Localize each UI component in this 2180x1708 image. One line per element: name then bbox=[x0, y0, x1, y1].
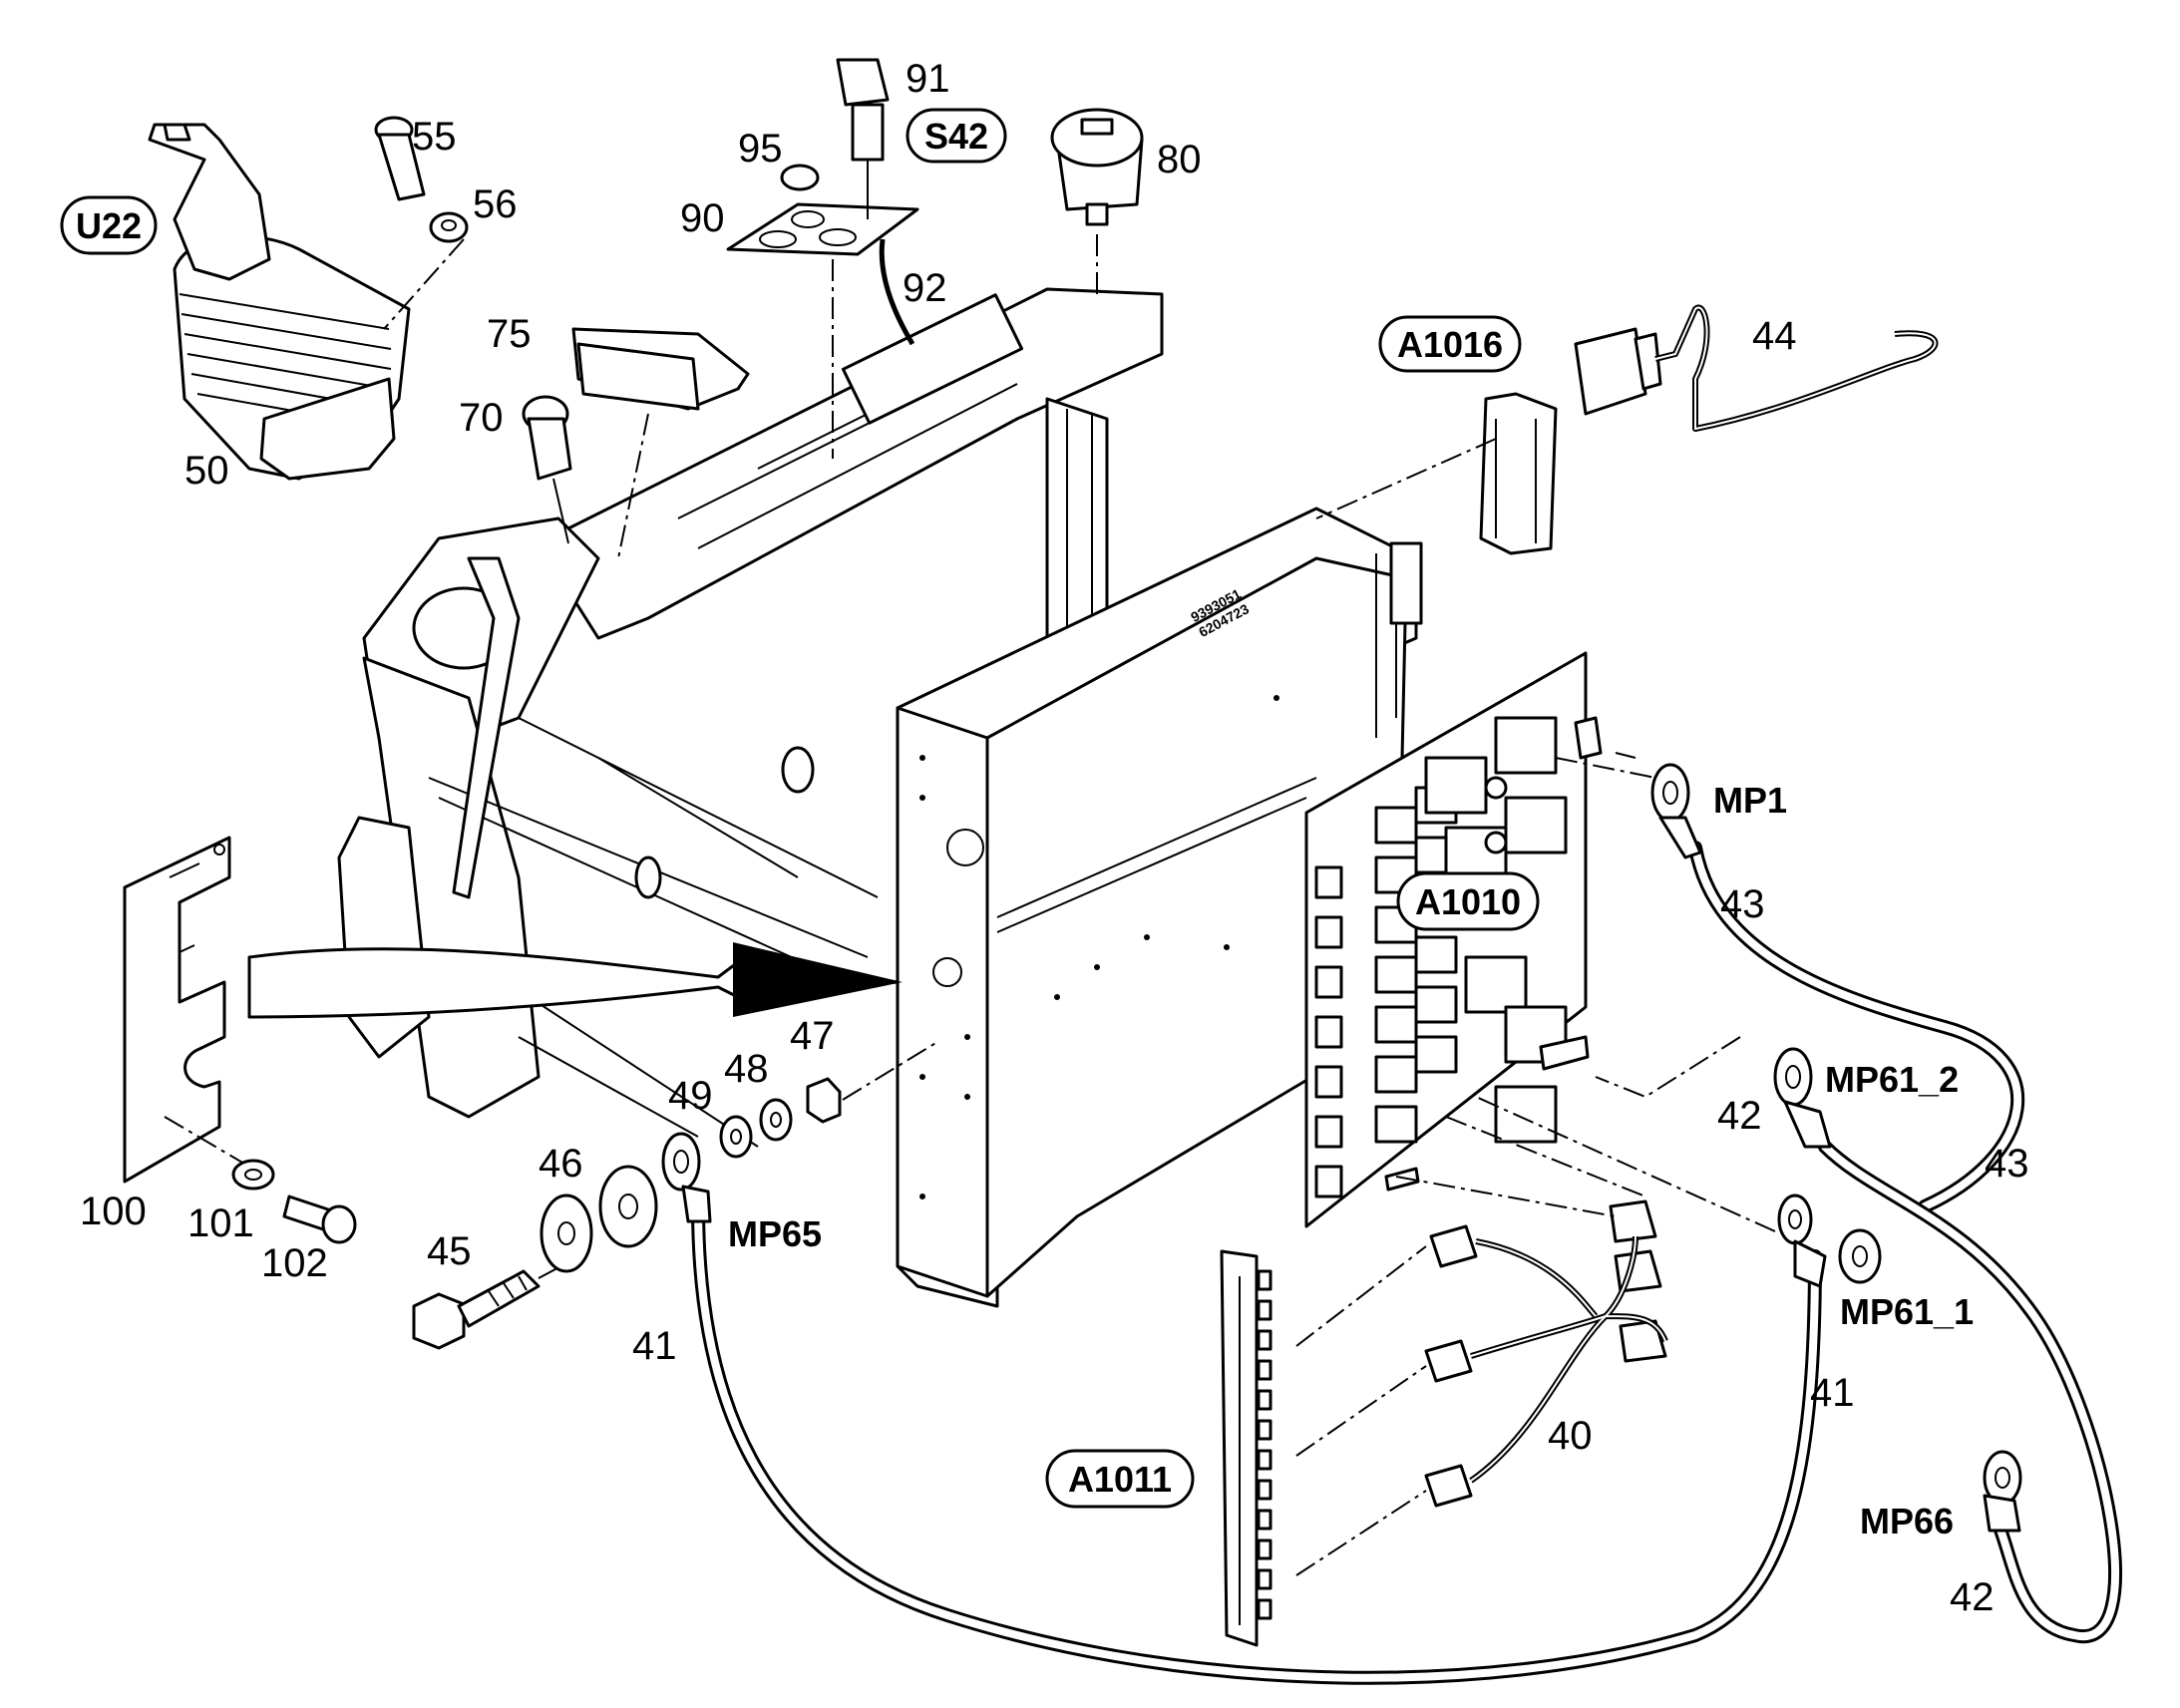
label-A1011: A1011 bbox=[1068, 1459, 1172, 1500]
label-41b: 41 bbox=[1810, 1371, 1855, 1415]
lug-MP61_2 bbox=[1773, 1047, 1832, 1149]
label-95: 95 bbox=[738, 127, 783, 171]
badge-S42: S42 bbox=[906, 108, 1007, 164]
bolt-part-45 bbox=[412, 1269, 541, 1350]
arrow-head bbox=[733, 942, 903, 1017]
label-MP1: MP1 bbox=[1713, 780, 1787, 821]
label-MP61_1: MP61_1 bbox=[1840, 1291, 1974, 1332]
label-43a: 43 bbox=[1720, 882, 1765, 926]
plate-part-90 bbox=[726, 202, 919, 256]
label-92: 92 bbox=[903, 266, 947, 310]
labels: 55 56 50 75 70 95 90 91 92 80 44 43 43 4… bbox=[80, 57, 2029, 1619]
label-41a: 41 bbox=[632, 1324, 677, 1368]
cable-part-42 bbox=[1818, 1140, 2122, 1644]
label-100: 100 bbox=[80, 1190, 147, 1233]
label-48: 48 bbox=[724, 1047, 769, 1091]
label-A1010: A1010 bbox=[1415, 881, 1521, 922]
plate-part-100 bbox=[123, 836, 231, 1184]
label-MP65: MP65 bbox=[728, 1213, 822, 1254]
label-S42: S42 bbox=[924, 116, 988, 157]
label-46: 46 bbox=[539, 1142, 583, 1186]
lug-MP65 bbox=[661, 1132, 712, 1223]
label-75: 75 bbox=[487, 312, 532, 356]
label-90: 90 bbox=[680, 196, 725, 240]
label-42b: 42 bbox=[1950, 1575, 1995, 1619]
label-44: 44 bbox=[1752, 314, 1797, 358]
nut-part-47 bbox=[806, 1077, 842, 1124]
label-U22: U22 bbox=[76, 205, 142, 246]
label-45: 45 bbox=[427, 1229, 472, 1273]
connector-strip-A1011 bbox=[1220, 1249, 1272, 1647]
label-56: 56 bbox=[473, 182, 518, 226]
washer-part-48 bbox=[759, 1098, 793, 1142]
label-A1016: A1016 bbox=[1397, 324, 1503, 365]
lug-MP1 bbox=[1650, 763, 1702, 859]
label-101: 101 bbox=[187, 1201, 254, 1245]
label-47: 47 bbox=[790, 1014, 835, 1058]
lug-MP66 bbox=[1983, 1450, 2022, 1533]
wire-part-92 bbox=[879, 238, 915, 346]
badge-A1010: A1010 bbox=[1396, 871, 1540, 931]
label-40: 40 bbox=[1548, 1414, 1593, 1458]
cable-part-44 bbox=[1574, 304, 1939, 432]
washer-part-56 bbox=[429, 211, 469, 243]
relay-board-A1010 bbox=[1304, 651, 1603, 1228]
label-42a: 42 bbox=[1717, 1094, 1762, 1138]
module-A1016 bbox=[1479, 392, 1558, 555]
cable-part-43 bbox=[1688, 841, 2025, 1213]
label-80: 80 bbox=[1157, 138, 1202, 181]
label-MP61_2: MP61_2 bbox=[1825, 1059, 1959, 1100]
washer-part-49 bbox=[719, 1115, 753, 1159]
washer-part-101 bbox=[231, 1159, 275, 1191]
washer-part-46b bbox=[598, 1165, 658, 1248]
label-91: 91 bbox=[906, 57, 950, 101]
cover-part-75 bbox=[571, 327, 750, 411]
plug-part-95 bbox=[780, 164, 820, 191]
cable-part-41 bbox=[691, 1199, 1822, 1685]
screw-part-102 bbox=[282, 1195, 357, 1244]
wiring-harness-part-40 bbox=[1424, 1199, 1668, 1508]
badge-A1011: A1011 bbox=[1045, 1449, 1195, 1509]
badge-U22: U22 bbox=[60, 195, 158, 255]
armrest-frame: 9393051 6204723 bbox=[337, 287, 1423, 1308]
screw-part-55 bbox=[374, 116, 426, 201]
label-70: 70 bbox=[459, 396, 504, 440]
label-43b: 43 bbox=[1985, 1142, 2029, 1186]
socket-part-70 bbox=[522, 395, 572, 544]
switch-part-91 bbox=[836, 58, 890, 219]
label-49: 49 bbox=[668, 1074, 713, 1118]
badge-A1016: A1016 bbox=[1378, 315, 1522, 373]
gauge-part-80 bbox=[1050, 108, 1144, 226]
lug-MP61_1 bbox=[1777, 1194, 1882, 1288]
label-50: 50 bbox=[184, 449, 229, 493]
label-102: 102 bbox=[261, 1241, 328, 1285]
label-MP66: MP66 bbox=[1860, 1501, 1954, 1541]
joystick-part-50 bbox=[148, 123, 411, 481]
label-55: 55 bbox=[412, 115, 457, 159]
washer-part-46a bbox=[540, 1194, 593, 1273]
